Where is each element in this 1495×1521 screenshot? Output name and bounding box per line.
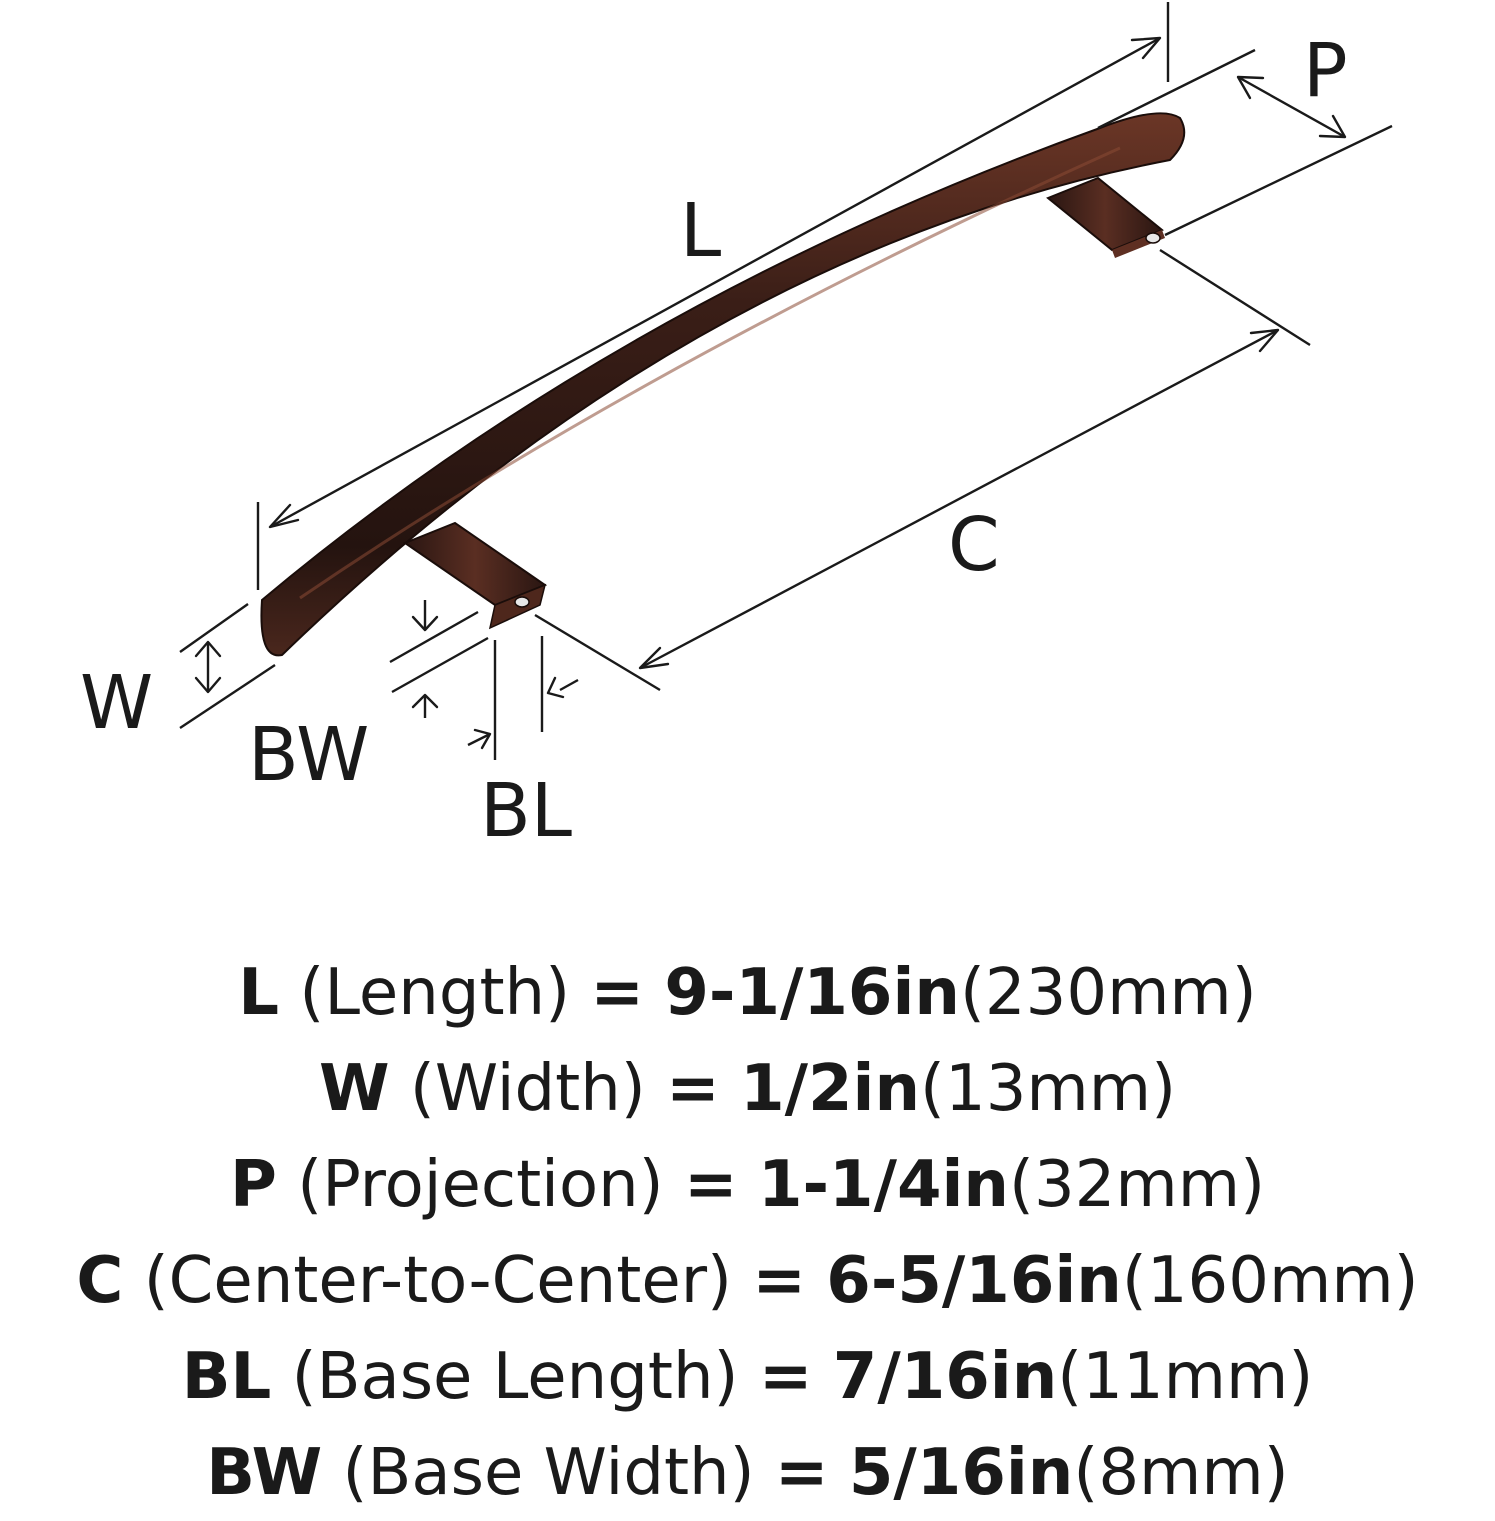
spec-row-base-width: BW (Base Width) = 5/16in(8mm): [0, 1425, 1495, 1521]
spec-metric: (8mm): [1073, 1436, 1289, 1510]
spec-metric: (11mm): [1057, 1340, 1314, 1414]
spec-row-length: L (Length) = 9-1/16in(230mm): [0, 945, 1495, 1041]
spec-label: (Center-to-Center): [143, 1244, 732, 1318]
spec-row-base-length: BL (Base Length) = 7/16in(11mm): [0, 1329, 1495, 1425]
handle-bar: [260, 112, 1186, 657]
spec-label: (Base Width): [342, 1436, 755, 1510]
spec-equals: =: [752, 1244, 806, 1318]
spec-metric: (230mm): [959, 956, 1257, 1030]
left-post: [402, 521, 548, 630]
spec-equals: =: [666, 1052, 720, 1126]
label-W: W: [80, 660, 153, 746]
spec-metric: (13mm): [920, 1052, 1177, 1126]
spec-symbol: BW: [206, 1436, 323, 1510]
label-BW: BW: [248, 712, 369, 798]
spec-imperial: 1-1/4in: [757, 1148, 1009, 1222]
spec-metric: (160mm): [1121, 1244, 1419, 1318]
spec-row-width: W (Width) = 1/2in(13mm): [0, 1041, 1495, 1137]
spec-symbol: P: [229, 1148, 277, 1222]
dimension-L: L: [256, 2, 1170, 590]
spec-symbol: W: [318, 1052, 390, 1126]
spec-label: (Base Length): [291, 1340, 739, 1414]
spec-imperial: 5/16in: [848, 1436, 1074, 1510]
handle-illustration: [260, 112, 1186, 657]
label-L: L: [680, 188, 721, 274]
right-post: [1046, 176, 1165, 258]
spec-symbol: L: [238, 956, 280, 1030]
dimension-C: C: [534, 248, 1311, 692]
spec-equals: =: [683, 1148, 738, 1222]
label-BL: BL: [480, 768, 572, 854]
spec-label: (Length): [299, 956, 571, 1030]
spec-label: (Projection): [297, 1148, 664, 1222]
spec-equals: =: [774, 1436, 829, 1510]
spec-imperial: 7/16in: [832, 1340, 1058, 1414]
dimension-BL: BL: [467, 636, 579, 854]
label-P: P: [1303, 28, 1348, 114]
spec-imperial: 1/2in: [740, 1052, 920, 1126]
dimension-BW: BW: [248, 600, 489, 798]
dimension-spec-list: L (Length) = 9-1/16in(230mm) W (Width) =…: [0, 945, 1495, 1521]
spec-equals: =: [590, 956, 645, 1030]
label-C: C: [948, 502, 1000, 588]
spec-row-projection: P (Projection) = 1-1/4in(32mm): [0, 1137, 1495, 1233]
spec-symbol: C: [76, 1244, 124, 1318]
spec-imperial: 9-1/16in: [664, 956, 960, 1030]
spec-equals: =: [758, 1340, 813, 1414]
dimension-P: P: [1097, 28, 1393, 237]
spec-symbol: BL: [181, 1340, 272, 1414]
spec-row-center-to-center: C (Center-to-Center) = 6-5/16in(160mm): [0, 1233, 1495, 1329]
dimension-W: W: [80, 603, 276, 746]
handle-dimension-diagram: L P C W BW: [80, 2, 1393, 854]
spec-label: (Width): [409, 1052, 646, 1126]
spec-metric: (32mm): [1008, 1148, 1266, 1222]
spec-imperial: 6-5/16in: [826, 1244, 1122, 1318]
